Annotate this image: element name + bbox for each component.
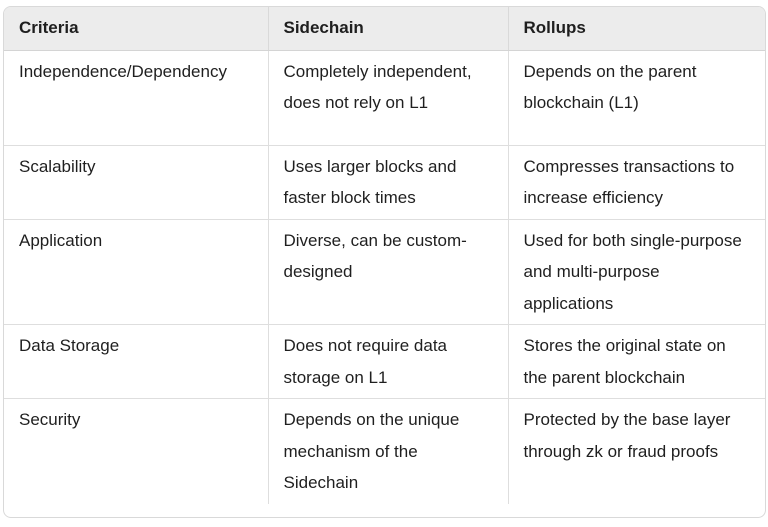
cell-criteria: Security xyxy=(4,398,269,504)
cell-criteria: Data Storage xyxy=(4,324,269,399)
cell-rollups: Stores the original state on the parent … xyxy=(508,324,765,399)
cell-rollups: Protected by the base layer through zk o… xyxy=(523,410,731,461)
header-row: Criteria Sidechain Rollups xyxy=(4,7,765,51)
header-sidechain: Sidechain xyxy=(268,7,509,51)
table-row: Security Depends on the unique mechanism… xyxy=(4,398,765,504)
comparison-table-container: Criteria Sidechain Rollups Independence/… xyxy=(3,6,766,518)
table-row: Application Diverse, can be custom-desig… xyxy=(4,219,765,325)
table-row: Independence/Dependency Completely indep… xyxy=(4,50,765,146)
cell-criteria: Scalability xyxy=(4,145,269,220)
cell-sidechain: Uses larger blocks and faster block time… xyxy=(268,145,509,220)
comparison-table: Criteria Sidechain Rollups Independence/… xyxy=(4,7,765,504)
table-row: Data Storage Does not require data stora… xyxy=(4,324,765,399)
cell-rollups: Depends on the parent blockchain (L1) xyxy=(508,50,765,146)
header-criteria: Criteria xyxy=(4,7,269,51)
table-row: Scalability Uses larger blocks and faste… xyxy=(4,145,765,220)
header-rollups: Rollups xyxy=(508,7,765,51)
cell-sidechain: Completely independent, does not rely on… xyxy=(268,50,509,146)
cell-rollups: Compresses transactions to increase effi… xyxy=(508,145,765,220)
table-body: Independence/Dependency Completely indep… xyxy=(4,50,765,504)
cell-rollups: Used for both single-purpose and multi-p… xyxy=(508,219,765,325)
cell-sidechain: Depends on the unique mechanism of the S… xyxy=(268,398,509,504)
table-header: Criteria Sidechain Rollups xyxy=(4,7,765,51)
cell-criteria: Application xyxy=(4,219,269,325)
cell-criteria: Independence/Dependency xyxy=(4,50,269,146)
cell-sidechain: Diverse, can be custom-designed xyxy=(268,219,509,325)
cell-sidechain: Does not require data storage on L1 xyxy=(268,324,509,399)
